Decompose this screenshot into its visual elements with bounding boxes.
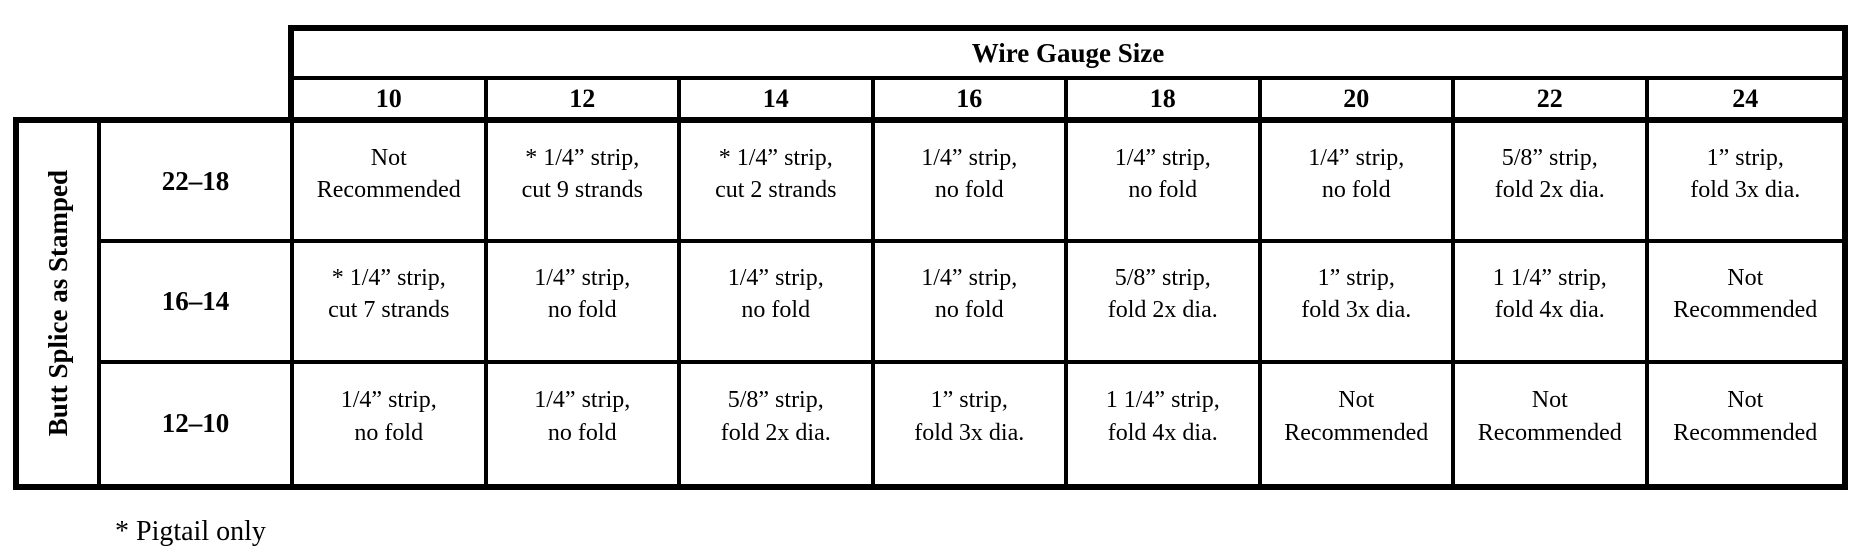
cell-22-18-g16: 1/4” strip, no fold <box>874 123 1068 244</box>
column-header-24: 24 <box>1732 83 1759 113</box>
cell-12-10-g24: Not Recommended <box>1673 387 1818 446</box>
footnote: * Pigtail only <box>115 516 266 547</box>
cell-16-14-g18: 5/8” strip, fold 2x dia. <box>1068 243 1262 364</box>
cell-16-14-g24: Not Recommended <box>1648 243 1842 364</box>
column-header-14: 14 <box>681 80 875 117</box>
wire-gauge-header: Wire Gauge Size 10 12 14 16 18 20 22 24 <box>288 25 1848 123</box>
cell-16-14-g10: * 1/4” strip, cut 7 strands <box>294 243 488 364</box>
side-label: Butt Splice as Stamped <box>42 170 73 437</box>
cell-22-18-g24: 1” strip, fold 3x dia. <box>1648 123 1842 244</box>
cell-16-14-g14: 1/4” strip, no fold <box>681 243 875 364</box>
cell-12-10-g20: Not Recommended <box>1262 363 1455 484</box>
row-label-22-18: 22–18 <box>101 123 294 244</box>
cell-16-14-g12: 1/4” strip, no fold <box>487 243 681 364</box>
column-header-20: 20 <box>1262 80 1455 117</box>
row-label-16-14: 16–14 <box>101 243 294 364</box>
cell-22-18-g18: 1/4” strip, no fold <box>1068 123 1262 244</box>
column-header-18: 18 <box>1068 80 1262 117</box>
column-header-12: 12 <box>488 80 681 117</box>
splice-table-body: Butt Splice as Stamped 22–18 Not Recomme… <box>13 117 1848 490</box>
side-label-cell: Butt Splice as Stamped <box>19 123 101 484</box>
column-header-22: 22 <box>1455 80 1649 117</box>
cell-16-14-g20: 1” strip, fold 3x dia. <box>1261 243 1455 364</box>
cell-12-10-g22: Not Recommended <box>1455 363 1649 484</box>
cell-22-18-g14: * 1/4” strip, cut 2 strands <box>681 123 875 244</box>
cell-12-10-g12: 1/4” strip, no fold <box>488 363 681 484</box>
row-label-12-10: 12–10 <box>101 363 294 484</box>
cell-12-10-g16: 1” strip, fold 3x dia. <box>875 363 1068 484</box>
cell-16-14-g22: 1 1/4” strip, fold 4x dia. <box>1455 243 1649 364</box>
column-header-10: 10 <box>294 80 488 117</box>
cell-22-18-g10: Not Recommended <box>294 123 488 244</box>
cell-12-10-g18: 1 1/4” strip, fold 4x dia. <box>1068 363 1262 484</box>
cell-22-18-g22: 5/8” strip, fold 2x dia. <box>1455 123 1649 244</box>
cell-12-10-g14: 5/8” strip, fold 2x dia. <box>681 363 875 484</box>
column-header-16: 16 <box>875 80 1068 117</box>
cell-22-18-g20: 1/4” strip, no fold <box>1261 123 1455 244</box>
cell-22-18-g12: * 1/4” strip, cut 9 strands <box>487 123 681 244</box>
cell-12-10-g10: 1/4” strip, no fold <box>294 363 488 484</box>
cell-16-14-g16: 1/4” strip, no fold <box>874 243 1068 364</box>
wire-gauge-title: Wire Gauge Size <box>294 31 1842 80</box>
